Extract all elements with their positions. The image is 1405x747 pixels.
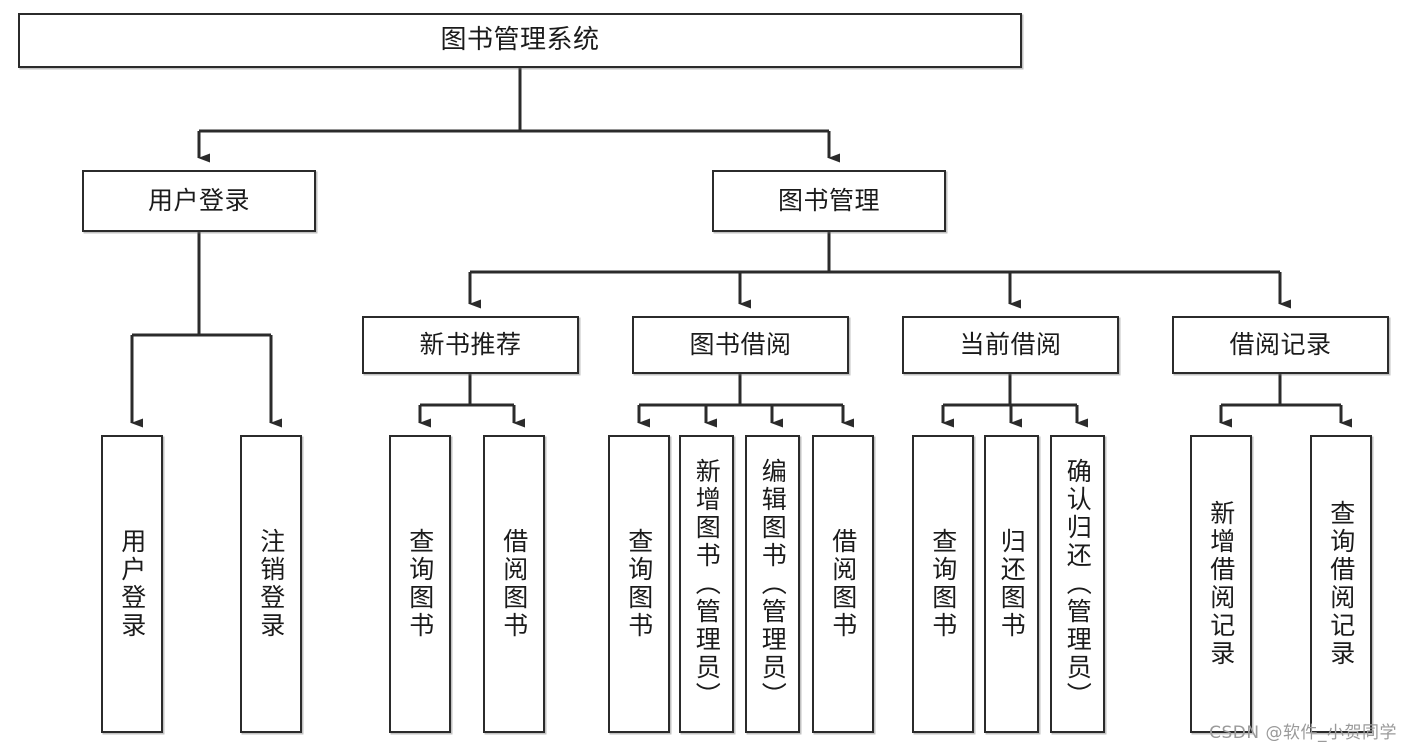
node-leaf-user-logout-label: 注销登录	[256, 528, 286, 640]
node-leaf-edit-book-admin-label: 编辑图书（管理员）	[758, 458, 788, 710]
node-leaf-user-logout[interactable]: 注销登录	[240, 435, 302, 733]
node-book-borrow-label: 图书借阅	[689, 330, 792, 360]
node-leaf-confirm-return-admin[interactable]: 确认归还（管理员）	[1050, 435, 1105, 733]
node-user-login[interactable]: 用户登录	[82, 170, 316, 232]
node-user-login-label: 用户登录	[147, 186, 250, 216]
node-leaf-user-login[interactable]: 用户登录	[101, 435, 163, 733]
node-leaf-add-book-admin[interactable]: 新增图书（管理员）	[679, 435, 734, 733]
node-current-borrow-label: 当前借阅	[959, 330, 1062, 360]
watermark: CSDN @软件_小贺同学	[1209, 723, 1397, 743]
node-leaf-query-book-rec[interactable]: 查询图书	[389, 435, 451, 733]
node-leaf-query-book-borrow[interactable]: 查询图书	[608, 435, 670, 733]
node-new-book-recommend-label: 新书推荐	[419, 330, 522, 360]
node-leaf-return-book[interactable]: 归还图书	[984, 435, 1039, 733]
node-leaf-borrow-book-rec[interactable]: 借阅图书	[483, 435, 545, 733]
node-current-borrow[interactable]: 当前借阅	[902, 316, 1119, 374]
node-root-label: 图书管理系统	[440, 25, 600, 56]
node-new-book-recommend[interactable]: 新书推荐	[362, 316, 579, 374]
node-leaf-user-login-label: 用户登录	[117, 528, 147, 640]
node-leaf-confirm-return-admin-label: 确认归还（管理员）	[1063, 458, 1093, 710]
node-leaf-borrow-book-borrow[interactable]: 借阅图书	[812, 435, 874, 733]
node-leaf-add-book-admin-label: 新增图书（管理员）	[692, 458, 722, 710]
node-book-borrow[interactable]: 图书借阅	[632, 316, 849, 374]
node-leaf-query-borrow-record[interactable]: 查询借阅记录	[1310, 435, 1372, 733]
node-borrow-record[interactable]: 借阅记录	[1172, 316, 1389, 374]
node-leaf-query-book-current-label: 查询图书	[928, 528, 958, 640]
node-root[interactable]: 图书管理系统	[18, 13, 1022, 68]
node-leaf-query-book-borrow-label: 查询图书	[624, 528, 654, 640]
node-book-manage[interactable]: 图书管理	[712, 170, 946, 232]
node-leaf-query-book-current[interactable]: 查询图书	[912, 435, 974, 733]
node-leaf-borrow-book-rec-label: 借阅图书	[499, 528, 529, 640]
node-leaf-query-borrow-record-label: 查询借阅记录	[1326, 500, 1356, 668]
node-leaf-return-book-label: 归还图书	[997, 528, 1027, 640]
node-book-manage-label: 图书管理	[777, 186, 880, 216]
node-leaf-query-book-rec-label: 查询图书	[405, 528, 435, 640]
node-leaf-borrow-book-borrow-label: 借阅图书	[828, 528, 858, 640]
node-borrow-record-label: 借阅记录	[1229, 330, 1332, 360]
node-leaf-add-borrow-record-label: 新增借阅记录	[1206, 500, 1236, 668]
node-leaf-edit-book-admin[interactable]: 编辑图书（管理员）	[745, 435, 800, 733]
node-leaf-add-borrow-record[interactable]: 新增借阅记录	[1190, 435, 1252, 733]
